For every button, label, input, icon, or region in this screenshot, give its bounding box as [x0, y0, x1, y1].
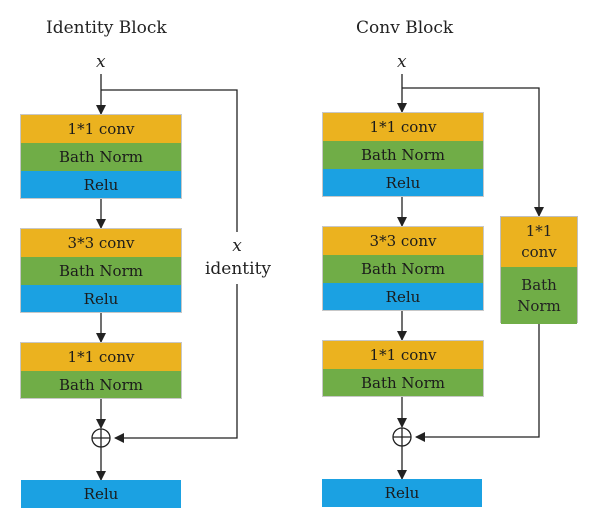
identity-block-title: Identity Block	[46, 18, 167, 38]
identity-shortcut-upper	[101, 89, 238, 232]
identity-stage-1: 1*1 conv Bath Norm Relu	[20, 114, 182, 199]
identity-stage-2: 3*3 conv Bath Norm Relu	[20, 228, 182, 313]
identity-shortcut-var: x	[232, 236, 242, 256]
shortcut-projection: 1*1 conv Bath Norm	[500, 216, 578, 324]
shortcut-batch-norm-layer: Bath Norm	[501, 267, 577, 324]
batch-norm-layer: Bath Norm	[323, 141, 483, 169]
conv-layer: 1*1 conv	[323, 341, 483, 369]
identity-input-label: x	[96, 52, 106, 72]
relu-layer: Relu	[323, 169, 483, 196]
conv-input-label: x	[397, 52, 407, 72]
identity-stage-3: 1*1 conv Bath Norm	[20, 342, 182, 399]
conv-layer: 3*3 conv	[21, 229, 181, 257]
conv-layer: 1*1 conv	[21, 115, 181, 143]
conv-stage-2: 3*3 conv Bath Norm Relu	[322, 226, 484, 311]
identity-block-connectors	[91, 74, 238, 481]
relu-layer: Relu	[21, 285, 181, 312]
shortcut-conv-layer: 1*1 conv	[501, 217, 577, 267]
conv-block-connectors	[392, 74, 544, 480]
conv-stage-3: 1*1 conv Bath Norm	[322, 340, 484, 397]
conv-layer: 1*1 conv	[323, 113, 483, 141]
conv-block-title: Conv Block	[356, 18, 454, 38]
conv-layer: 1*1 conv	[21, 343, 181, 371]
conv-output-relu: Relu	[322, 479, 482, 507]
relu-layer: Relu	[323, 283, 483, 310]
relu-layer: Relu	[21, 171, 181, 198]
batch-norm-layer: Bath Norm	[21, 371, 181, 398]
conv-shortcut-lower	[415, 323, 540, 442]
identity-shortcut-label: identity	[204, 259, 272, 279]
conv-shortcut-upper	[402, 87, 544, 217]
batch-norm-layer: Bath Norm	[21, 257, 181, 285]
batch-norm-layer: Bath Norm	[323, 255, 483, 283]
batch-norm-layer: Bath Norm	[323, 369, 483, 396]
conv-stage-1: 1*1 conv Bath Norm Relu	[322, 112, 484, 197]
conv-layer: 3*3 conv	[323, 227, 483, 255]
identity-shortcut-lower	[114, 284, 238, 443]
identity-output-relu: Relu	[21, 480, 181, 508]
batch-norm-layer: Bath Norm	[21, 143, 181, 171]
